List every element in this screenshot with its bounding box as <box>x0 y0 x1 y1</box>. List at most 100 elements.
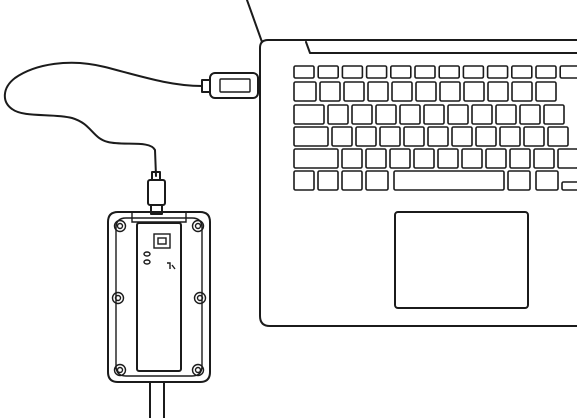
mounting-hole-inner <box>114 294 122 302</box>
mounting-hole-inner <box>194 222 202 230</box>
keyboard-key <box>319 81 341 102</box>
keyboard-key <box>423 104 445 125</box>
device-usb-port <box>153 233 171 249</box>
keyboard-key <box>355 126 377 147</box>
keyboard-spacebar <box>393 170 505 191</box>
keyboard-key <box>485 148 507 169</box>
device-center-panel <box>136 222 182 372</box>
keyboard-key <box>375 104 397 125</box>
device-cable-exit <box>149 381 165 418</box>
keyboard-key <box>535 170 559 191</box>
keyboard-key <box>331 126 353 147</box>
laptop-keyboard <box>293 65 577 191</box>
keyboard-key <box>547 126 569 147</box>
keyboard-key <box>293 104 325 125</box>
laptop <box>246 0 577 327</box>
device-usb-port-inner <box>157 237 167 245</box>
keyboard-key <box>365 65 388 79</box>
keyboard-key <box>507 170 531 191</box>
keyboard-key <box>389 65 412 79</box>
usb-cable <box>3 61 259 215</box>
device-inner-shell <box>115 217 203 377</box>
laptop-screen-lid <box>246 0 263 43</box>
mounting-hole <box>191 219 205 233</box>
keyboard-key <box>475 126 497 147</box>
keyboard-key <box>461 148 483 169</box>
keyboard-key <box>379 126 401 147</box>
keyboard-key <box>341 148 363 169</box>
device-symbol-icon <box>167 262 176 270</box>
keyboard-key <box>487 81 509 102</box>
mounting-hole-inner <box>116 222 124 230</box>
laptop-touchpad <box>394 211 529 309</box>
keyboard-key <box>471 104 493 125</box>
keyboard-key <box>293 170 315 191</box>
keyboard-key <box>533 148 555 169</box>
keyboard-key <box>343 81 365 102</box>
usb-plug-body <box>209 72 259 99</box>
keyboard-key <box>451 126 473 147</box>
keyboard-key <box>499 126 521 147</box>
keyboard-key <box>535 81 557 102</box>
keyboard-key <box>415 81 437 102</box>
keyboard-key <box>559 65 577 79</box>
keyboard-key <box>293 65 315 79</box>
mounting-hole <box>193 291 207 305</box>
keyboard-arrow-key <box>561 181 577 191</box>
keyboard-key <box>399 104 421 125</box>
keyboard-key <box>317 170 339 191</box>
mounting-hole <box>191 363 205 377</box>
mounting-hole <box>113 219 127 233</box>
keyboard-key <box>391 81 413 102</box>
keyboard-key <box>413 148 435 169</box>
keyboard-key <box>365 148 387 169</box>
laptop-base <box>259 39 577 327</box>
keyboard-key <box>462 65 485 79</box>
keyboard-key <box>367 81 389 102</box>
keyboard-key <box>293 126 329 147</box>
keyboard-key <box>447 104 469 125</box>
usb-plug-strain-relief <box>201 79 211 93</box>
device-connector-head <box>147 179 166 206</box>
keyboard-key <box>535 65 557 79</box>
keyboard-key <box>523 126 545 147</box>
keyboard-key <box>557 148 577 169</box>
keyboard-key <box>341 170 363 191</box>
mounting-hole <box>111 291 125 305</box>
keyboard-key <box>317 65 340 79</box>
keyboard-key <box>389 148 411 169</box>
keyboard-key <box>438 65 461 79</box>
mounting-hole <box>113 363 127 377</box>
keyboard-key <box>463 81 485 102</box>
device-connector-tip <box>150 204 163 215</box>
keyboard-key <box>293 148 339 169</box>
keyboard-key <box>403 126 425 147</box>
device-mounting-holes <box>111 219 207 377</box>
keyboard-key <box>414 65 436 79</box>
keyboard-key <box>486 65 509 79</box>
device-outer-shell <box>107 211 211 383</box>
keyboard-key <box>439 81 461 102</box>
keyboard-key <box>509 148 531 169</box>
keyboard-key <box>519 104 541 125</box>
device-led-2 <box>143 259 151 265</box>
keyboard-key <box>365 170 389 191</box>
keyboard-key <box>293 81 317 102</box>
mounting-hole-inner <box>194 366 202 374</box>
keyboard-key <box>437 148 459 169</box>
keyboard-key <box>351 104 373 125</box>
mounting-hole-inner <box>196 294 204 302</box>
keyboard-key <box>495 104 517 125</box>
keyboard-key <box>543 104 565 125</box>
cable-wire <box>3 61 203 177</box>
keyboard-key <box>327 104 349 125</box>
laptop-hinge <box>305 41 577 54</box>
device <box>107 211 211 418</box>
usb-plug-inner <box>219 78 251 93</box>
keyboard-key <box>341 65 364 79</box>
keyboard-key <box>511 81 533 102</box>
keyboard-key <box>427 126 449 147</box>
mounting-hole-inner <box>116 366 124 374</box>
